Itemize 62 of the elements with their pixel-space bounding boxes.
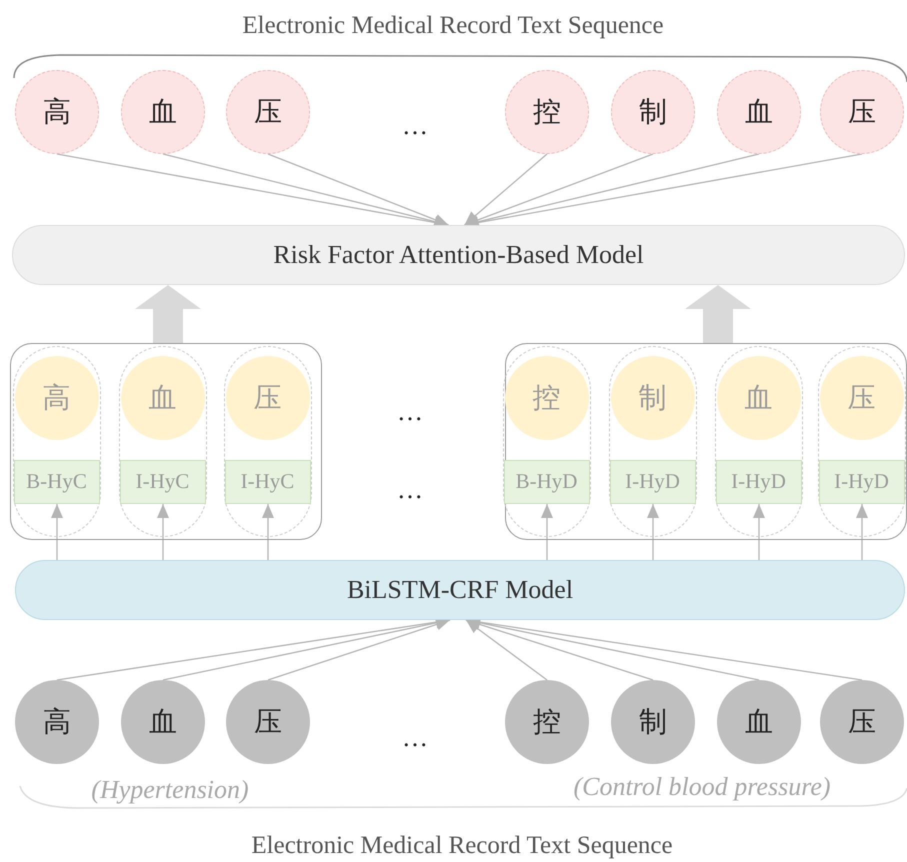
model-box: BiLSTM-CRF Model <box>15 560 905 620</box>
character-circle: 制 <box>611 680 695 764</box>
column-capsule <box>714 346 802 536</box>
ellipsis: … <box>397 475 423 505</box>
arrow <box>753 504 765 560</box>
character-circle: 血 <box>121 680 205 764</box>
translation-text: (Hypertension) <box>91 775 249 805</box>
tag-box: I-HyD <box>610 460 696 504</box>
arrow <box>268 618 450 681</box>
column-capsule <box>224 346 312 536</box>
model-box: Risk Factor Attention-Based Model <box>12 225 905 285</box>
arrow <box>464 154 548 226</box>
character-circle: 血 <box>716 356 800 440</box>
arrow <box>464 153 654 226</box>
tag-box: I-HyC <box>120 460 206 504</box>
character-circle: 控 <box>505 70 589 154</box>
character-circle: 压 <box>226 680 310 764</box>
ellipsis: … <box>397 397 423 427</box>
tag-box: I-HyC <box>224 460 310 504</box>
group-box <box>505 343 907 540</box>
arrow <box>466 618 654 681</box>
block-arrow <box>685 285 751 343</box>
ellipsis: … <box>402 723 428 753</box>
ellipsis: … <box>402 111 428 141</box>
character-circle: 血 <box>717 680 801 764</box>
character-circle: 血 <box>120 356 204 440</box>
character-circle: 高 <box>15 70 99 154</box>
block-arrow <box>135 285 201 343</box>
character-circle: 控 <box>504 356 588 440</box>
character-circle: 制 <box>610 356 694 440</box>
sequence-title: Electronic Medical Record Text Sequence <box>251 832 673 860</box>
arrow <box>51 504 63 560</box>
tag-box: B-HyD <box>504 460 590 504</box>
character-circle: 压 <box>820 680 904 764</box>
arrow <box>856 504 868 560</box>
column-capsule <box>818 346 906 536</box>
column-capsule <box>12 346 100 536</box>
character-circle: 制 <box>611 70 695 154</box>
character-circle: 高 <box>15 680 99 764</box>
arrow <box>157 504 169 560</box>
column-capsule <box>502 346 590 536</box>
column-capsule <box>608 346 696 536</box>
character-circle: 控 <box>505 680 589 764</box>
tag-box: B-HyC <box>14 460 100 504</box>
tag-box: I-HyD <box>818 460 904 504</box>
arrow <box>541 504 553 560</box>
arrow <box>466 619 548 681</box>
character-circle: 血 <box>717 70 801 154</box>
translation-text: (Control blood pressure) <box>573 772 831 802</box>
tag-box: I-HyD <box>716 460 802 504</box>
group-box <box>10 343 322 540</box>
character-circle: 压 <box>226 70 310 154</box>
sequence-title: Electronic Medical Record Text Sequence <box>242 12 664 40</box>
character-circle: 高 <box>14 356 98 440</box>
character-circle: 压 <box>226 356 310 440</box>
arrow <box>268 153 449 226</box>
arrow <box>647 504 659 560</box>
column-capsule <box>118 346 206 536</box>
character-circle: 压 <box>820 70 904 154</box>
character-circle: 压 <box>820 356 904 440</box>
arrow <box>262 504 274 560</box>
character-circle: 血 <box>121 70 205 154</box>
